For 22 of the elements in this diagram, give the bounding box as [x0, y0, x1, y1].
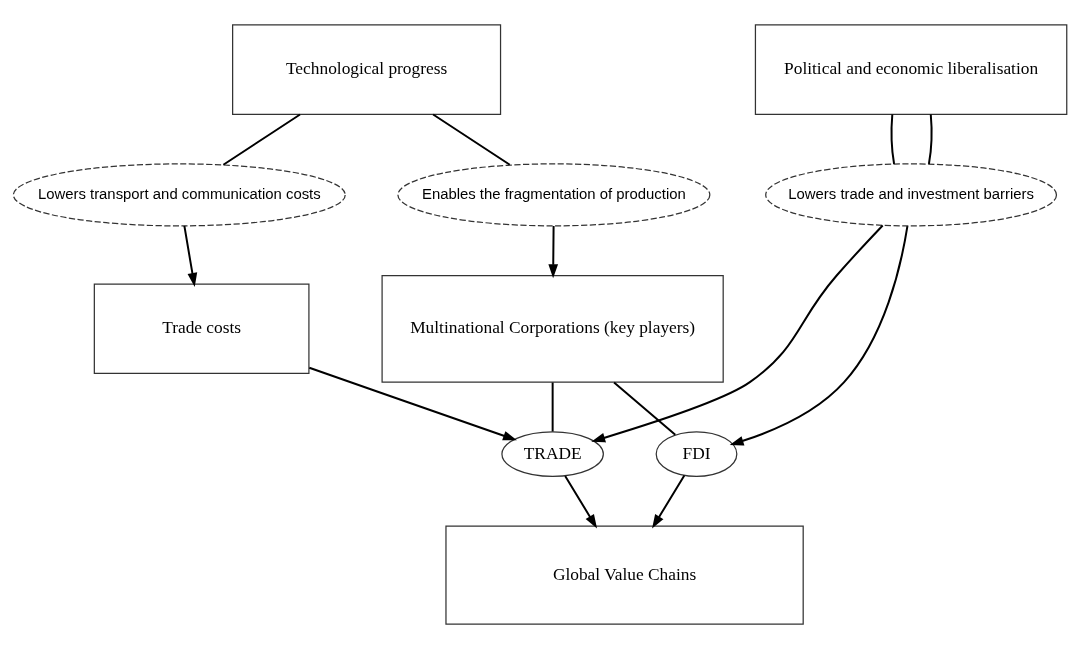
connector — [927, 113, 933, 165]
connector — [222, 113, 301, 166]
node-box: Political and economic liberalisation — [754, 24, 1068, 115]
node-box: Technological progress — [232, 24, 502, 115]
connector — [890, 113, 896, 165]
node-ellipse: Lowers transport and communication costs — [12, 163, 346, 227]
connector — [432, 113, 511, 166]
node-box: Trade costs — [93, 283, 310, 375]
arrow — [564, 475, 598, 529]
arrow — [729, 225, 909, 446]
connector — [613, 381, 677, 436]
node-ellipse: Enables the fragmentation of production — [397, 163, 711, 227]
node-box: Global Value Chains — [445, 525, 804, 625]
arrow — [591, 224, 884, 443]
node-box: Multinational Corporations (key players) — [381, 274, 724, 383]
connector — [551, 381, 554, 433]
arrow — [548, 224, 559, 279]
node-ellipse: Lowers trade and investment barriers — [765, 163, 1058, 227]
arrow — [308, 366, 517, 441]
arrow — [652, 474, 686, 529]
node-ellipse: FDI — [655, 431, 738, 478]
arrow — [183, 224, 198, 287]
